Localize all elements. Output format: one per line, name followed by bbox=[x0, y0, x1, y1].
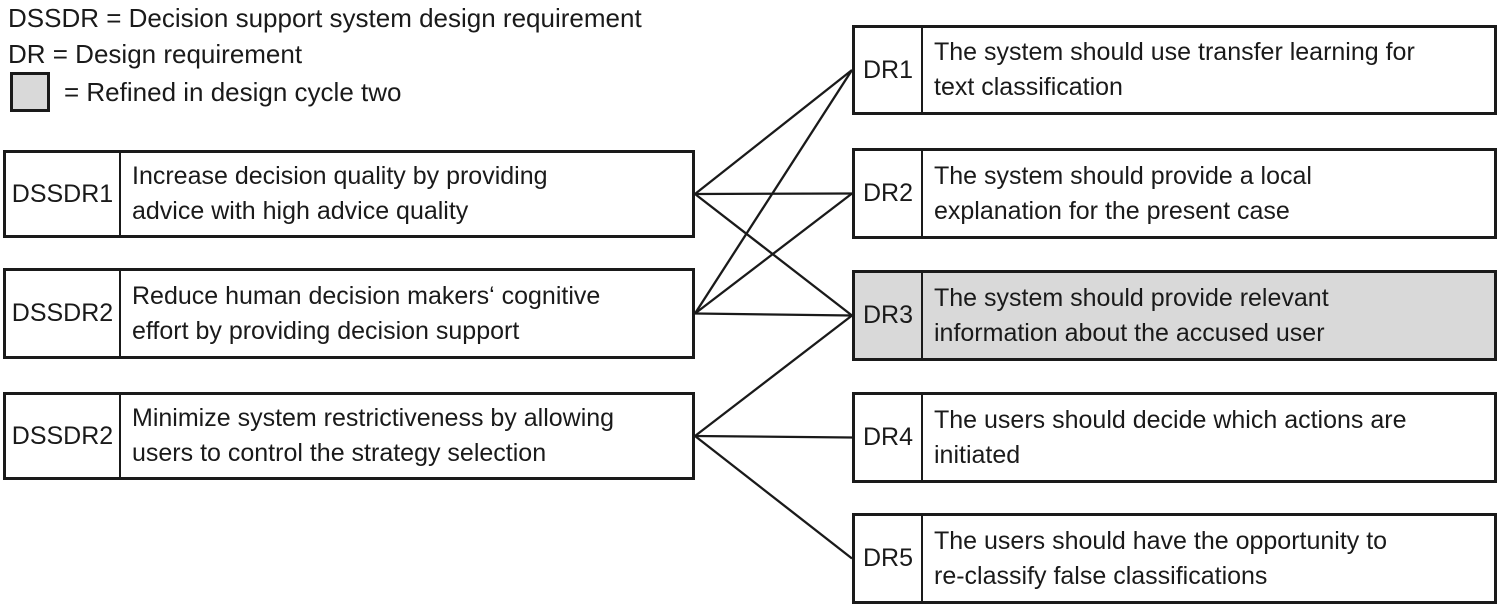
requirement-id-label: DR3 bbox=[855, 273, 923, 358]
requirement-box-dr5: DR5 The users should have the opportunit… bbox=[852, 513, 1497, 604]
requirement-text: Increase decision quality by providing a… bbox=[132, 162, 548, 225]
refined-swatch-icon bbox=[10, 72, 50, 112]
requirement-text: Reduce human decision makers‘ cognitive … bbox=[132, 281, 601, 345]
requirement-box-dr4: DR4 The users should decide which action… bbox=[852, 392, 1497, 483]
connection-line-dssdr1-dr1 bbox=[694, 69, 853, 195]
requirement-text: The system should use transfer learning … bbox=[934, 38, 1415, 101]
requirement-text: The system should provide a local explan… bbox=[934, 161, 1312, 225]
connection-line-dssdr3-dr3 bbox=[694, 314, 853, 437]
requirement-box-dr3: DR3 The system should provide relevant i… bbox=[852, 270, 1497, 361]
connection-line-dssdr2-dr2 bbox=[694, 192, 853, 315]
connection-line-dssdr1-dr2 bbox=[694, 192, 853, 196]
legend-dr-definition: DR = Design requirement bbox=[8, 39, 303, 69]
connection-line-dssdr1-dr3 bbox=[694, 193, 853, 317]
legend-dssdr-definition: DSSDR = Decision support system design r… bbox=[8, 3, 642, 33]
requirement-box-dr2: DR2 The system should provide a local ex… bbox=[852, 148, 1497, 239]
requirement-box-dssdr2: DSSDR2 Reduce human decision makers‘ cog… bbox=[3, 268, 695, 359]
requirement-id-label: DR5 bbox=[855, 516, 923, 601]
requirement-id-label: DR4 bbox=[855, 395, 923, 480]
requirement-box-dssdr3: DSSDR2 Minimize system restrictiveness b… bbox=[3, 392, 695, 480]
requirement-text: Minimize system restrictiveness by allow… bbox=[132, 404, 615, 467]
requirement-id-label: DSSDR1 bbox=[6, 153, 121, 235]
connection-line-dssdr3-dr5 bbox=[694, 435, 853, 560]
connection-line-dssdr2-dr1 bbox=[694, 69, 853, 315]
connection-line-dssdr3-dr4 bbox=[694, 434, 853, 439]
requirement-box-dssdr1: DSSDR1 Increase decision quality by prov… bbox=[3, 150, 695, 238]
legend-refined-entry: = Refined in design cycle two bbox=[10, 72, 401, 112]
requirement-text: The users should decide which actions ar… bbox=[934, 405, 1407, 469]
requirement-box-dr1: DR1 The system should use transfer learn… bbox=[852, 25, 1497, 115]
connection-line-dssdr2-dr3 bbox=[694, 312, 853, 317]
requirement-id-label: DR1 bbox=[855, 28, 923, 112]
requirement-text: The users should have the opportunity to… bbox=[934, 526, 1388, 590]
requirement-id-label: DSSDR2 bbox=[6, 271, 121, 356]
requirement-id-label: DR2 bbox=[855, 151, 923, 236]
requirement-id-label: DSSDR2 bbox=[6, 395, 121, 477]
requirement-text: The system should provide relevant infor… bbox=[934, 283, 1329, 347]
legend-refined-label: = Refined in design cycle two bbox=[64, 77, 402, 107]
